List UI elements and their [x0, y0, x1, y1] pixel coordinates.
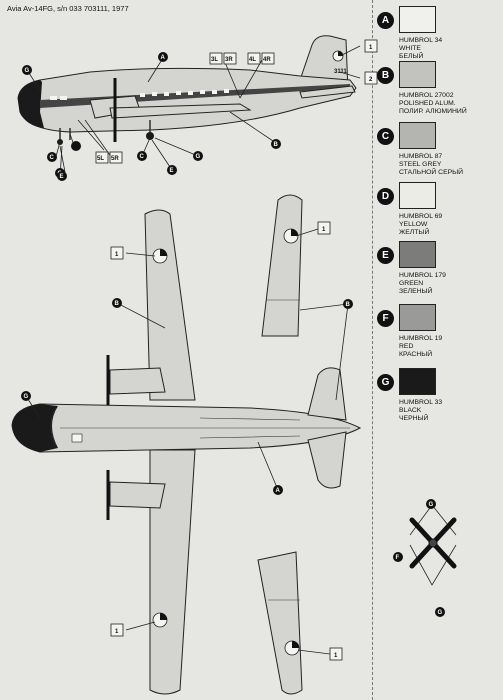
- swatch-letter: A: [377, 12, 394, 29]
- svg-text:G: G: [429, 502, 434, 508]
- callout-dot-G: [435, 607, 445, 617]
- side-main-wheel: [146, 132, 154, 140]
- color-chip: [399, 368, 436, 395]
- callout-boxes: 3L 3R 4L 4R 5L 5R 1 2 1 1 1 1: [95, 39, 378, 661]
- decal-callout-4R: [261, 52, 275, 65]
- swatch-G: G HUMBROL 33 BLACK ЧЕРНЫЙ: [377, 368, 499, 432]
- side-windows: [50, 89, 229, 100]
- decal-callout-4L: [247, 52, 261, 65]
- side-nose-black: [18, 80, 44, 128]
- callout-dot-B: [343, 299, 353, 309]
- separate-wing-upper: [261, 194, 303, 337]
- svg-text:G: G: [196, 154, 201, 160]
- top-nacelle-upper: [109, 367, 166, 395]
- callout-dot-A: [273, 485, 283, 495]
- callout-dot-C: [47, 152, 57, 162]
- callout-dot-B: [112, 298, 122, 308]
- color-callout-dots: A B G C G: [22, 52, 281, 178]
- decal-callout-3L: [209, 52, 223, 65]
- svg-text:5R: 5R: [111, 156, 119, 162]
- sheet-title: Avia Av-14FG, s/n 033 703111, 1977: [7, 4, 129, 13]
- color-chip: [399, 122, 436, 149]
- color-chip: [399, 304, 436, 331]
- color-chip: [399, 6, 436, 33]
- swatch-D: D HUMBROL 69 YELLOW ЖЕЛТЫЙ: [377, 182, 499, 246]
- callout-dot-side-wheel: [71, 141, 81, 151]
- svg-text:E: E: [60, 174, 64, 180]
- swatch-letter: D: [377, 188, 394, 205]
- callout-dot-A: [158, 52, 168, 62]
- side-wing: [109, 103, 252, 119]
- top-wing-lower: [149, 449, 196, 695]
- svg-text:G: G: [438, 610, 443, 616]
- svg-text:C: C: [50, 155, 55, 161]
- svg-text:G: G: [24, 394, 29, 400]
- callout-dot-F: [393, 552, 403, 562]
- side-tailplane: [299, 85, 356, 99]
- svg-text:5L: 5L: [97, 156, 104, 162]
- column-divider: [372, 0, 373, 700]
- callout-dot-E: [57, 171, 67, 181]
- svg-text:2: 2: [369, 77, 373, 83]
- svg-text:4L: 4L: [249, 57, 256, 63]
- svg-text:1: 1: [115, 252, 119, 258]
- callout-dot-G: [426, 499, 436, 509]
- side-view: 3111: [17, 35, 357, 145]
- separate-wing-lower: [257, 551, 303, 695]
- color-chip: [399, 241, 436, 268]
- callout-dot-G: [22, 65, 32, 75]
- swatch-B: B HUMBROL 27002 POLISHED ALUM. ПОЛИР. АЛ…: [377, 61, 499, 125]
- swatch-F: F HUMBROL 19 RED КРАСНЫЙ: [377, 304, 499, 368]
- svg-text:B: B: [346, 302, 351, 308]
- decal-callout-1-wing-bottom: [110, 623, 124, 637]
- decal-callout-1-side: [364, 39, 378, 53]
- svg-text:1: 1: [369, 45, 373, 51]
- svg-text:B: B: [274, 142, 279, 148]
- svg-text:1: 1: [322, 227, 326, 233]
- decal-callout-5R: [109, 151, 123, 164]
- top-nacelle-lower: [109, 481, 166, 509]
- callout-dot-E: [167, 165, 177, 175]
- callout-dot-G: [21, 391, 31, 401]
- swatch-letter: F: [377, 310, 394, 327]
- decal-callout-3R: [223, 52, 237, 65]
- callout-dot-C: [137, 151, 147, 161]
- top-view: [11, 209, 362, 695]
- swatch-C: C HUMBROL 87 STEEL GREY СТАЛЬНОЙ СЕРЫЙ: [377, 122, 499, 186]
- svg-text:F: F: [396, 555, 400, 561]
- svg-text:G: G: [25, 68, 30, 74]
- top-nose-black: [12, 404, 58, 452]
- swatch-E: E HUMBROL 179 GREEN ЗЕЛЕНЫЙ: [377, 241, 499, 305]
- swatch-A: A HUMBROL 34 WHITE БЕЛЫЙ: [377, 6, 499, 70]
- swatch-letter: E: [377, 247, 394, 264]
- top-cockpit-window: [71, 433, 83, 443]
- decal-callout-1-sep-wing-top: [317, 221, 331, 235]
- svg-text:3L: 3L: [211, 57, 218, 63]
- decal-callout-1-sep-wing-bottom: [329, 647, 343, 661]
- svg-text:E: E: [170, 168, 174, 174]
- svg-text:1: 1: [115, 629, 119, 635]
- decal-callout-5L: [95, 151, 109, 164]
- svg-text:1: 1: [334, 653, 338, 659]
- swatch-letter: C: [377, 128, 394, 145]
- svg-text:A: A: [161, 55, 166, 61]
- top-tailplane-lower: [307, 431, 347, 489]
- callout-dot-G: [193, 151, 203, 161]
- svg-text:B: B: [115, 301, 120, 307]
- svg-text:A: A: [276, 488, 281, 494]
- color-chip: [399, 61, 436, 88]
- svg-text:4R: 4R: [263, 57, 271, 63]
- color-chip: [399, 182, 436, 209]
- swatch-letter: G: [377, 374, 394, 391]
- swatch-letter: B: [377, 67, 394, 84]
- svg-text:C: C: [140, 154, 145, 160]
- propeller-detail: [409, 504, 457, 586]
- svg-text:3R: 3R: [225, 57, 233, 63]
- callout-dot-B: [271, 139, 281, 149]
- decal-callout-1-wing-top: [110, 246, 124, 260]
